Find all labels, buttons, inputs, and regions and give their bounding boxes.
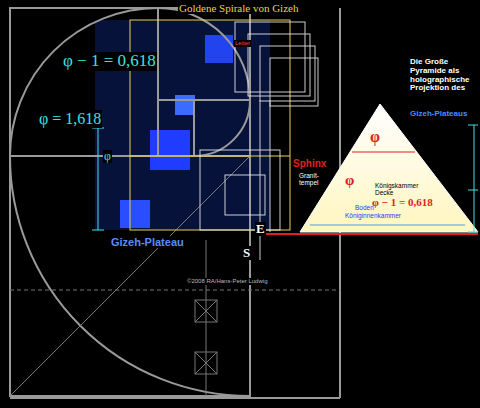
chamber-label: Königinnenkammer [345,212,401,219]
monument-label: Sphinx [292,158,327,169]
monument-label: Granit- tempel [298,172,326,186]
compass-letter: S [242,246,251,260]
phi-symbol: φ [103,150,112,163]
small-label: Leiter [234,40,251,47]
diagram-title: Goldene Spirale von Gizeh [178,2,299,14]
region-label: Gizeh-Plateau [110,236,185,248]
chamber-label: Boden [355,204,374,211]
ratio-label: φ − 1 = 0,618 [62,52,157,71]
pyramid-caption: Gizeh-Plateaus [410,110,467,119]
phi-symbol: φ [370,128,380,146]
compass-letter: E [255,222,266,236]
phi-symbol: φ [345,172,354,189]
copyright-note: ©2008 RA/Hans-Peter Ludwig [186,278,268,285]
chamber-label: Königskammer Decke [375,182,421,196]
pyramid-caption: Die Große Pyramide als holographische Pr… [410,58,478,93]
ratio-label: φ − 1 = 0,618 [372,196,433,208]
ratio-label: φ = 1,618 [38,110,102,128]
